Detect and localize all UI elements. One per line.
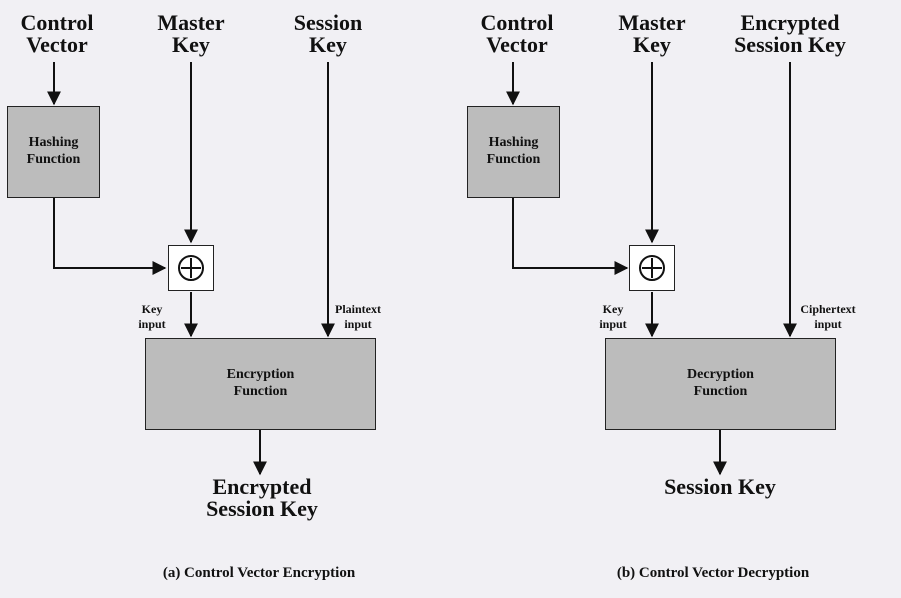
arrow-hash-to-xor-b <box>512 198 629 275</box>
xor-icon <box>639 255 665 281</box>
xor-icon <box>178 255 204 281</box>
arrow-hash-to-xor-a <box>53 198 167 275</box>
encryption-function-box: Encryption Function <box>145 338 376 430</box>
encrypted-session-key-output-a: Encrypted Session Key <box>206 474 318 522</box>
hashing-function-box-b: Hashing Function <box>467 106 560 198</box>
session-key-label-a: Session Key <box>293 10 363 58</box>
hashing-function-label-a: Hashing Function <box>26 135 81 167</box>
plaintext-input-label-a: Plaintext input <box>335 302 381 331</box>
master-key-label-a: Master Key <box>157 10 225 58</box>
key-input-label-a: Key input <box>138 302 166 331</box>
decryption-function-label: Decryption Function <box>687 367 754 399</box>
xor-operator-a <box>168 245 214 291</box>
hashing-function-box-a: Hashing Function <box>7 106 100 198</box>
xor-operator-b <box>629 245 675 291</box>
session-key-output-b: Session Key <box>664 474 776 499</box>
master-key-label-b: Master Key <box>618 10 686 58</box>
caption-a: (a) Control Vector Encryption <box>162 565 356 581</box>
encrypted-session-key-label-b: Encrypted Session Key <box>734 10 846 58</box>
key-input-label-b: Key input <box>599 302 627 331</box>
encryption-function-label: Encryption Function <box>226 367 295 399</box>
hashing-function-label-b: Hashing Function <box>486 135 541 167</box>
caption-b: (b) Control Vector Decryption <box>616 565 810 581</box>
ciphertext-input-label-b: Ciphertext input <box>800 302 856 331</box>
control-vector-label-b: Control Vector <box>480 10 554 58</box>
control-vector-label-a: Control Vector <box>20 10 94 58</box>
decryption-function-box: Decryption Function <box>605 338 836 430</box>
